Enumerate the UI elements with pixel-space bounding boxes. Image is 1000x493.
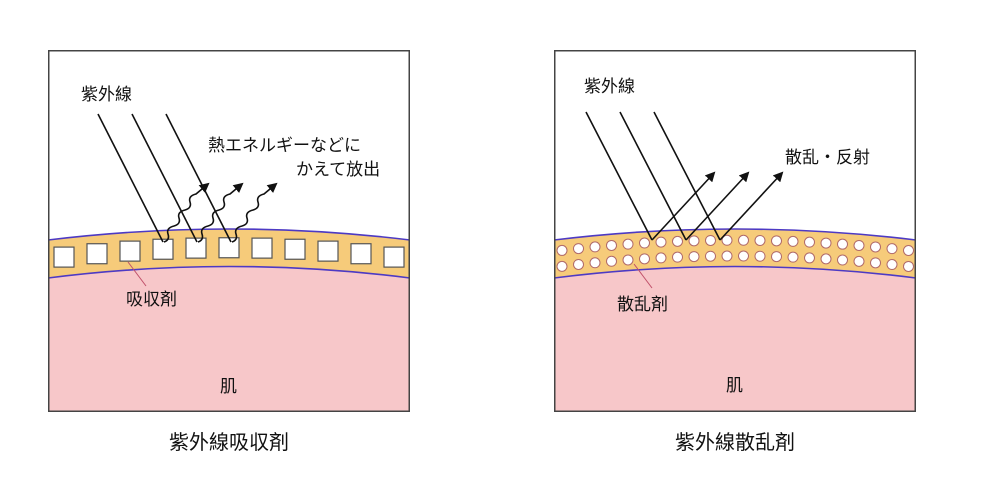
scatterer-particle xyxy=(787,251,799,263)
heat-wave-arrow xyxy=(197,182,244,243)
scatterer-particle xyxy=(639,253,650,265)
scatterer-particle xyxy=(655,252,667,264)
skin-label: 肌 xyxy=(220,377,237,397)
scatterer-particle xyxy=(837,238,848,250)
scatterer-particle xyxy=(639,237,650,249)
agent-leader-line xyxy=(127,261,147,287)
absorber-label: 吸収剤 xyxy=(126,290,177,310)
panel-frame xyxy=(554,50,916,412)
scatterer-particle xyxy=(606,239,617,251)
heat-label-line1: 熱エネルギーなどに xyxy=(208,136,361,156)
scatterer-particle xyxy=(870,257,881,269)
scatterer-particle xyxy=(903,244,914,256)
scatter-reflect-label: 散乱・反射 xyxy=(785,148,870,168)
skin-region xyxy=(554,266,916,412)
skin-region xyxy=(48,266,410,412)
absorber-caption: 紫外線吸収剤 xyxy=(169,430,289,454)
absorber-particle xyxy=(317,240,339,262)
absorber-particle xyxy=(53,246,75,268)
scatterer-particle xyxy=(688,251,700,263)
absorber-particle xyxy=(251,237,273,259)
scatterer-caption: 紫外線散乱剤 xyxy=(675,430,795,454)
scatterer-particle xyxy=(705,250,716,262)
scatterer-particle xyxy=(771,251,782,263)
heat-label-line2: かえて放出 xyxy=(296,160,381,180)
scatterer-particle xyxy=(655,236,667,248)
scatterer-particle xyxy=(556,244,568,256)
uv-absorber-diagram: 紫外線 熱エネルギーなどに かえて放出 吸収剤 肌 xyxy=(48,50,410,412)
scatterer-illustration xyxy=(554,50,916,412)
uv-ray xyxy=(165,113,232,243)
scatterer-particle xyxy=(738,250,749,262)
scatterer-particle xyxy=(804,236,815,248)
scatterer-particle xyxy=(606,255,617,267)
heat-wave-arrow xyxy=(163,182,210,243)
scatterer-particle xyxy=(853,255,865,267)
scatterer-particle xyxy=(837,254,848,266)
absorber-illustration xyxy=(48,50,410,412)
reflect-arrow xyxy=(685,171,750,241)
scatterer-particle xyxy=(721,234,733,246)
scatterer-particle xyxy=(754,234,766,246)
uv-ray xyxy=(653,111,721,241)
scatterer-particle xyxy=(820,237,832,249)
scatterer-particle xyxy=(622,238,634,250)
uv-ray xyxy=(97,113,164,243)
scatterer-particle xyxy=(903,260,914,272)
scatterer-particle xyxy=(721,250,733,262)
reflect-arrow xyxy=(651,171,716,241)
scatterer-label: 散乱剤 xyxy=(617,295,668,315)
scatterer-particle xyxy=(886,259,898,271)
scatterer-particle xyxy=(556,260,568,272)
absorber-particle xyxy=(185,237,207,259)
absorber-particle xyxy=(152,238,174,260)
scatterer-particle xyxy=(589,257,601,269)
scatterer-particle xyxy=(672,235,683,247)
reflect-arrow xyxy=(719,171,784,241)
scatterer-particle xyxy=(589,241,601,253)
agent-leader-line xyxy=(633,263,653,289)
absorber-particle xyxy=(383,246,405,268)
scatterer-particle xyxy=(738,234,749,246)
scatterer-particle xyxy=(672,251,683,263)
absorber-particle xyxy=(350,243,372,265)
heat-wave-arrow xyxy=(231,182,278,243)
panel-frame xyxy=(48,50,410,412)
scatterer-particle xyxy=(573,258,584,270)
scatterer-particle xyxy=(870,241,881,253)
absorber-particle xyxy=(284,238,306,260)
scatterer-particle xyxy=(771,235,782,247)
scatterer-particle xyxy=(804,252,815,264)
uv-ray xyxy=(131,113,198,243)
scatterer-particle xyxy=(886,243,898,255)
absorber-particle xyxy=(218,237,240,259)
scatterer-particle xyxy=(853,239,865,251)
absorber-particle xyxy=(119,240,141,262)
scatterer-particle xyxy=(705,234,716,246)
scatterer-particles xyxy=(556,234,914,272)
uv-label: 紫外線 xyxy=(584,77,635,97)
uv-label: 紫外線 xyxy=(81,85,132,105)
scatterer-particle xyxy=(787,235,799,247)
scatterer-particle xyxy=(622,254,634,266)
absorber-particle xyxy=(86,243,108,265)
scatterer-particle xyxy=(688,235,700,247)
scatterer-particle xyxy=(820,253,832,265)
scatterer-particle xyxy=(754,250,766,262)
scatterer-particle xyxy=(573,243,584,255)
uv-ray xyxy=(619,111,687,241)
uv-ray xyxy=(585,111,653,241)
skin-label: 肌 xyxy=(726,376,743,396)
uv-scatterer-diagram: 紫外線 散乱・反射 散乱剤 肌 xyxy=(554,50,916,412)
